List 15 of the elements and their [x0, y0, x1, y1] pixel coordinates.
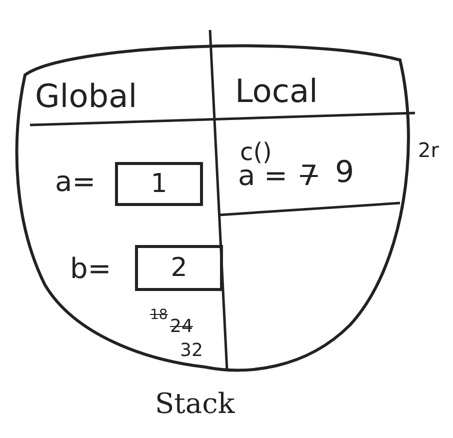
function-call: c() [240, 140, 272, 164]
variable-name: a= [55, 168, 96, 196]
old-value: 18 [150, 308, 168, 322]
variable-name: a = [238, 162, 288, 190]
old-value: 7 [300, 162, 318, 190]
column-heading: Global [35, 80, 138, 112]
old-value: 24 [170, 318, 193, 336]
variable-value: 32 [180, 342, 203, 360]
stack-caption: Stack [155, 390, 235, 418]
column-heading: Local [235, 75, 318, 107]
variable-name: b= [70, 255, 112, 283]
value-box: 1 [115, 162, 203, 206]
note-text: 2r [418, 140, 439, 160]
variable-value: 9 [335, 158, 354, 188]
value-box: 2 [135, 245, 223, 291]
